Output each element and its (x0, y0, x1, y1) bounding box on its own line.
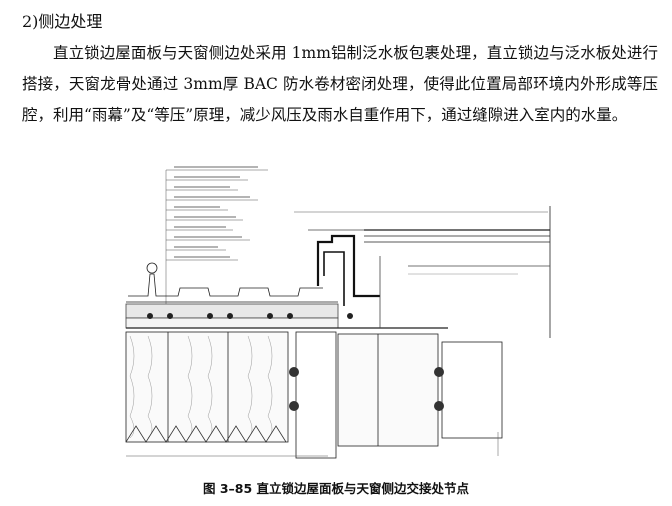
annotation-leaders (165, 169, 268, 306)
body-paragraph: 直立锁边屋面板与天窗侧边处采用 1mm铝制泛水板包裹处理，直立锁边与泛水板处进行… (22, 44, 658, 124)
aluminium-flashing (316, 234, 380, 298)
fasteners (147, 313, 353, 319)
insulation-hatch (129, 335, 273, 439)
figure-caption: 图 3–85 直立锁边屋面板与天窗侧边交接处节点 (202, 481, 470, 496)
construction-detail-drawing (118, 156, 559, 466)
seam-clip (146, 262, 158, 274)
skylight-frame (364, 206, 551, 338)
section-heading: 2)侧边处理 (22, 12, 103, 31)
annotation-text-marks (174, 166, 258, 258)
roof-panel (128, 273, 323, 297)
floor-deck (125, 425, 287, 443)
steel-members (125, 331, 503, 459)
bolts (289, 367, 444, 411)
